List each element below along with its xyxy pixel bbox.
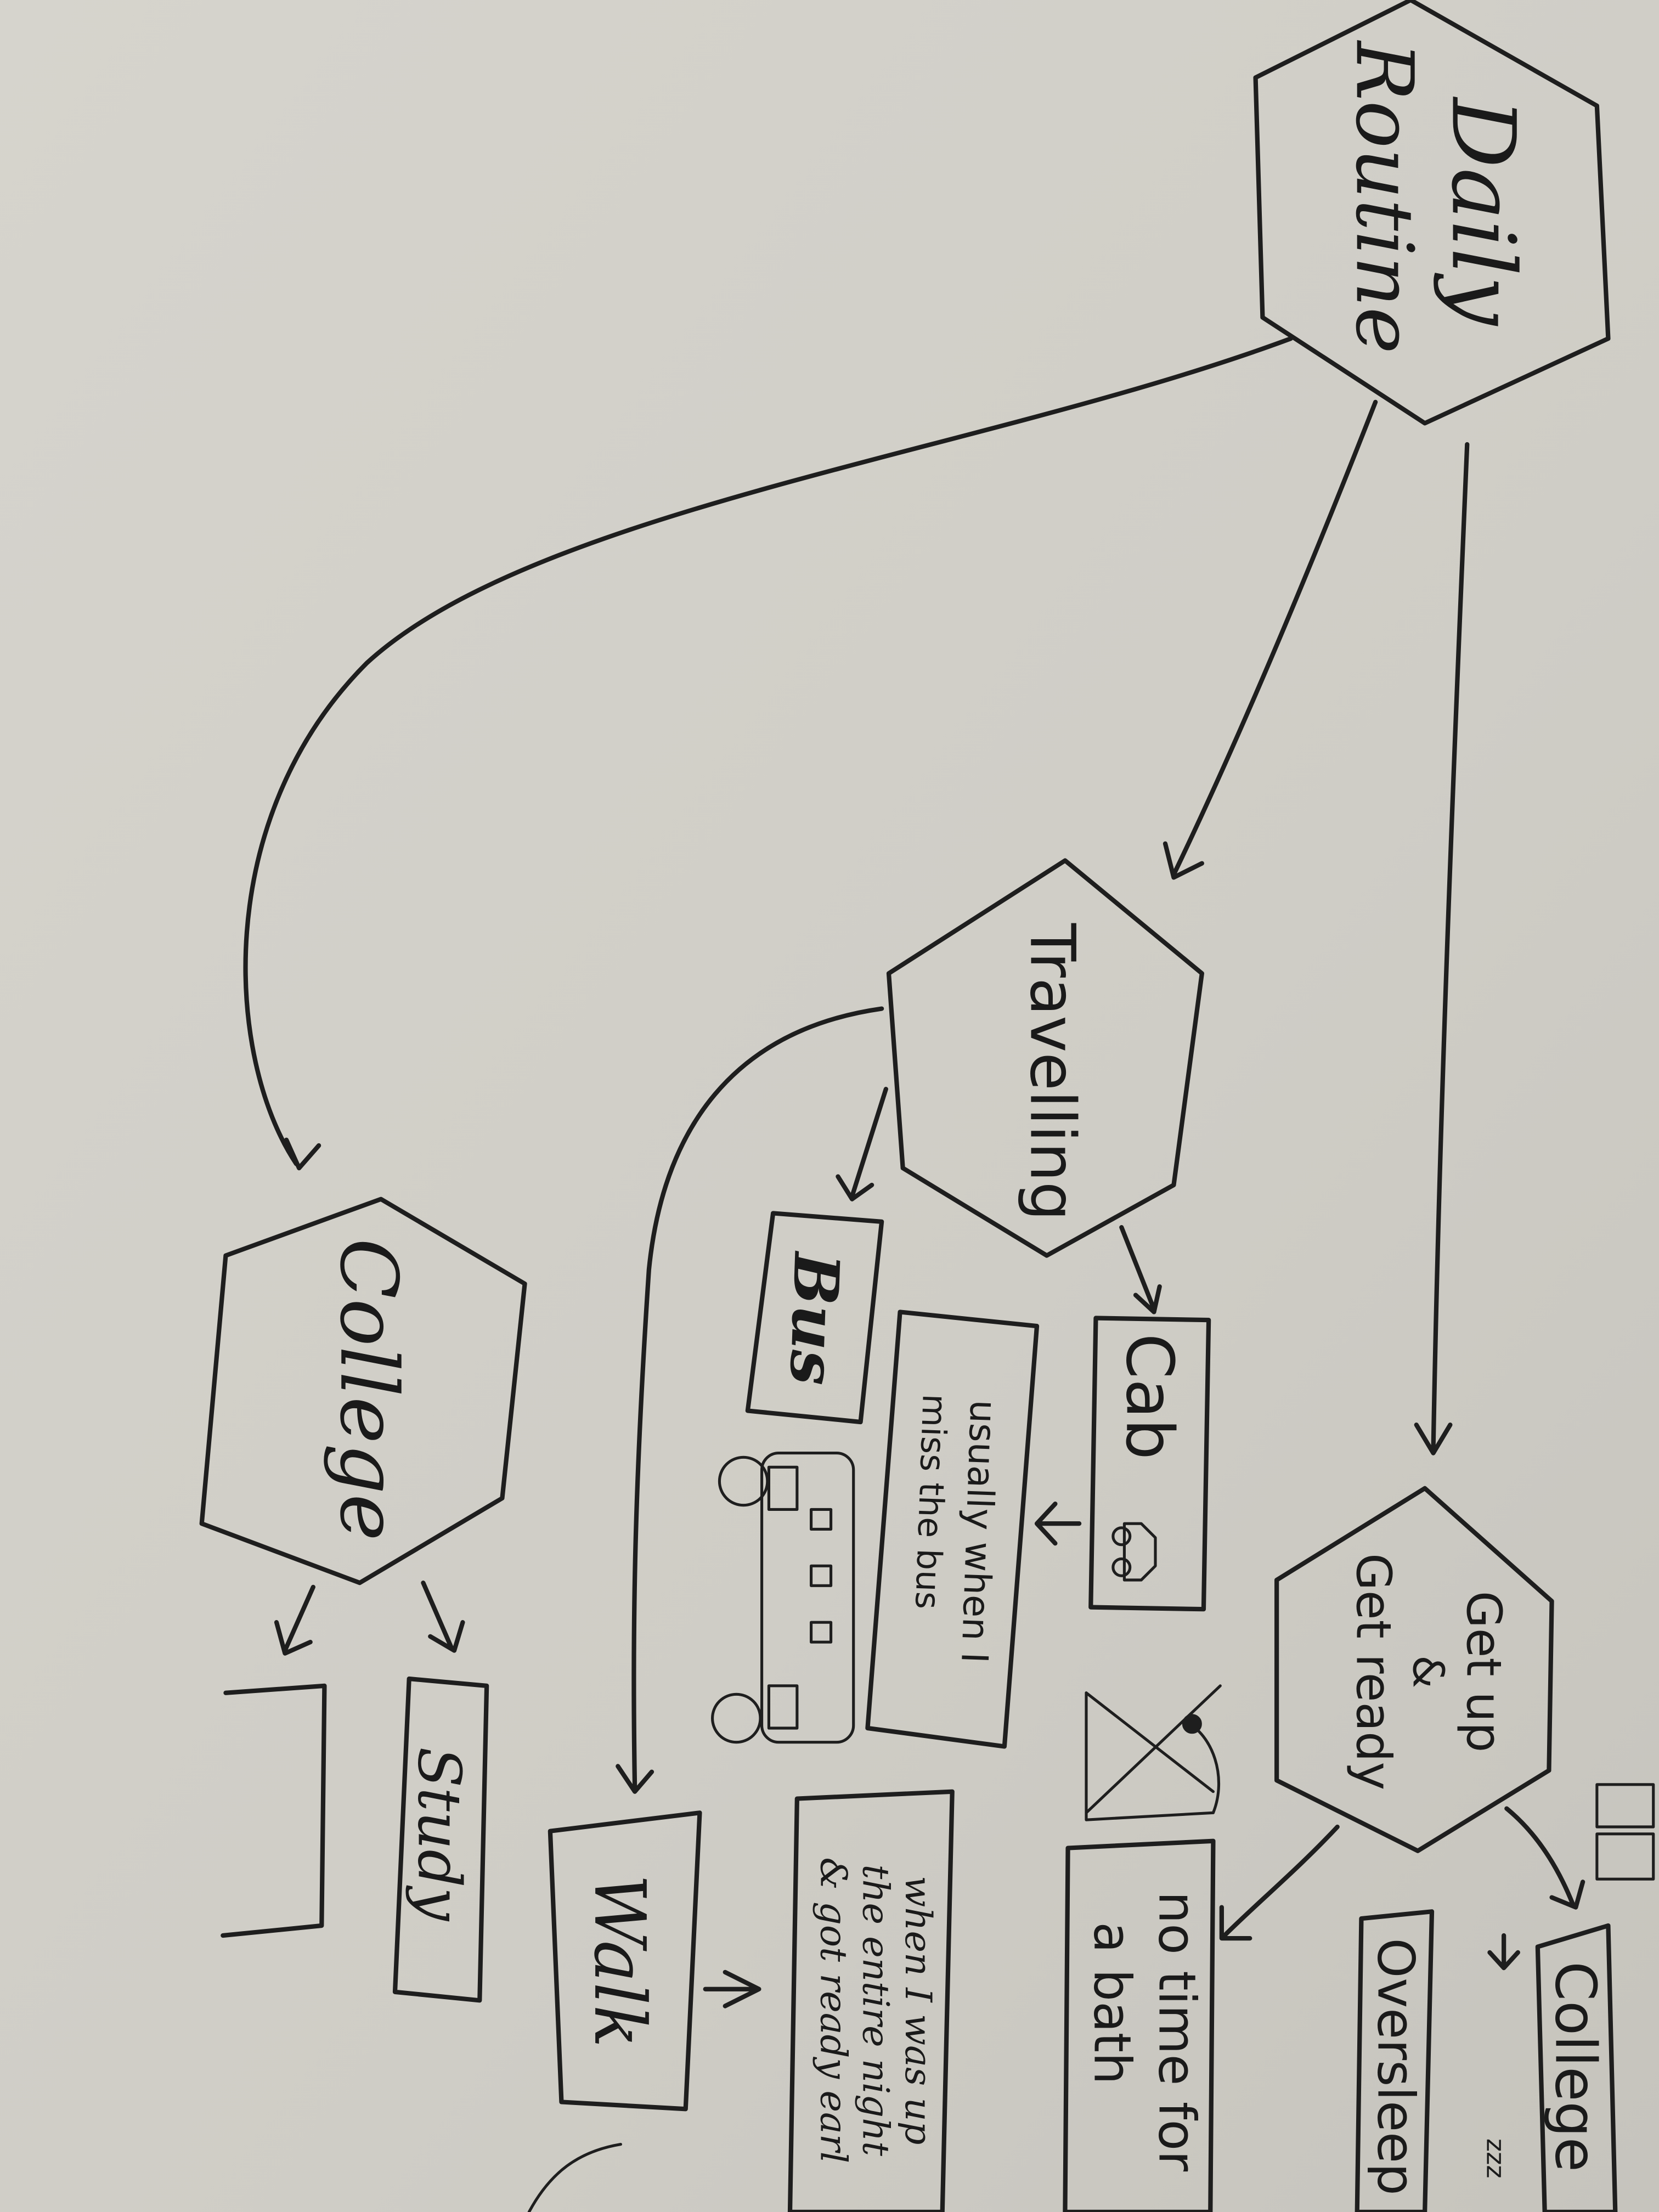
box-bus: Bus — [745, 1211, 884, 1425]
college-box-label: College — [1542, 1961, 1607, 2172]
arrowhead — [1133, 1284, 1162, 1314]
arrow-daily-to-travelling — [1171, 399, 1378, 877]
arrow-travelling-to-walk — [631, 1006, 884, 1791]
walking-figure-icon — [527, 2143, 622, 2212]
oversleep-label: Oversleep — [1366, 1938, 1425, 2196]
usually-line2: miss the bus — [907, 1393, 955, 1610]
arrow-travelling-to-bus — [850, 1087, 888, 1199]
book-icon — [1595, 1783, 1655, 1881]
arrow-daily-to-college — [243, 336, 1293, 1166]
college-hub-label: College — [323, 1238, 415, 1541]
cab-label: Cab — [1112, 1334, 1188, 1460]
arrowhead — [284, 1137, 321, 1171]
zzz-label: zzz — [1481, 2138, 1510, 2179]
box-usually: usually when I miss the bus — [865, 1310, 1040, 1749]
daily-routine-line1: Daily — [1432, 96, 1534, 326]
box-oversleep: Oversleep — [1355, 1909, 1435, 2212]
no-bath-line1: no time for — [1148, 1892, 1207, 2172]
arrowhead — [1219, 1905, 1252, 1941]
arrowhead — [616, 1764, 654, 1794]
box-blank — [221, 1683, 327, 1938]
node-travelling: Travelling — [886, 858, 1204, 1258]
box-college: College — [1535, 1923, 1618, 2212]
night-line3: & got ready earl — [812, 1857, 855, 2163]
node-college: College — [199, 1197, 527, 1585]
travelling-label: Travelling — [1017, 923, 1089, 1221]
arrow-college-to-blank — [274, 1584, 315, 1656]
arrowhead — [836, 1174, 874, 1201]
bus-drawing-icon — [711, 1452, 855, 1744]
study-label: Study — [405, 1747, 473, 1922]
get-up-line2: & — [1403, 1655, 1453, 1688]
box-no-bath: no time for a bath — [1063, 1838, 1216, 2212]
daily-routine-line2: Routine — [1339, 40, 1431, 354]
box-up-all-night: when I was up the entire night & got rea… — [787, 1789, 955, 2212]
get-up-line1: Get up — [1455, 1591, 1511, 1752]
arrow-getup-to-college — [1504, 1806, 1576, 1907]
night-line2: the entire night — [855, 1865, 898, 2157]
get-up-line3: Get ready — [1346, 1553, 1402, 1790]
arrow-getup-to-nobath — [1222, 1824, 1340, 1938]
arrow-cab-to-usually — [1034, 1502, 1082, 1546]
arrow-daily-to-getup — [1431, 442, 1470, 1453]
usually-line1: usually when I — [953, 1400, 1005, 1664]
arrow-college-to-oversleep — [1487, 1933, 1520, 1971]
night-line1: when I was up — [897, 1876, 940, 2145]
node-daily-routine: Daily Routine — [1253, 0, 1611, 426]
walk-label: Walk — [578, 1874, 660, 2048]
car-icon — [1111, 1522, 1157, 1582]
arrowhead — [1549, 1880, 1585, 1910]
no-bath-line2: a bath — [1082, 1922, 1142, 2085]
arrow-college-to-study — [421, 1581, 465, 1653]
box-study: Study — [392, 1676, 489, 2003]
connectors — [243, 336, 1585, 2008]
box-walk: Walk — [548, 1810, 702, 2112]
arrowhead — [1163, 841, 1204, 880]
box-cab: Cab — [1088, 1316, 1211, 1612]
arrow-travelling-to-cab — [1119, 1225, 1156, 1312]
bus-label: Bus — [776, 1250, 853, 1386]
node-get-up: Get up & Get ready — [1274, 1486, 1554, 1853]
crossed-shower-icon — [1085, 1684, 1222, 1821]
arrow-night-to-walk — [703, 1970, 761, 2008]
arrowhead — [1414, 1423, 1453, 1455]
